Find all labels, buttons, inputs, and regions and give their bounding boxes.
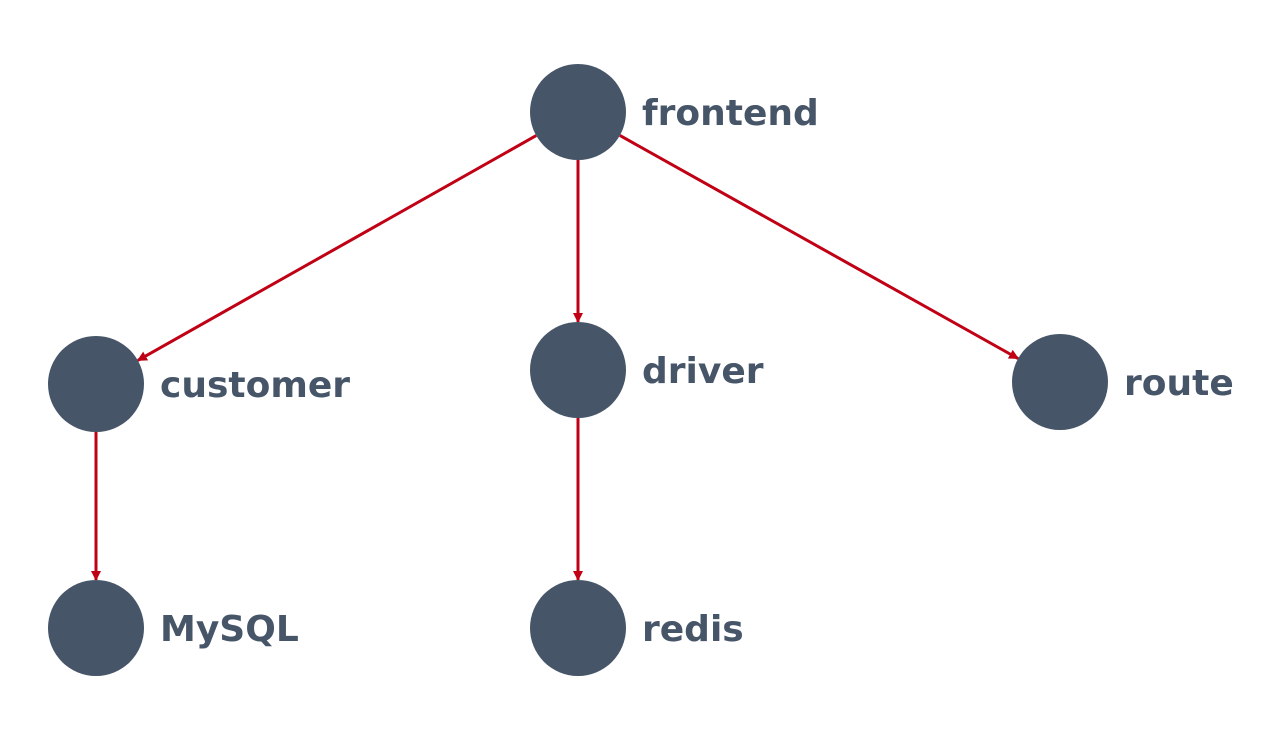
node-label-route: route: [1124, 363, 1234, 404]
node-label-driver: driver: [642, 351, 764, 392]
node-circle-frontend: [530, 64, 626, 160]
node-label-customer: customer: [160, 365, 350, 406]
node-circle-mysql: [48, 580, 144, 676]
node-mysql: MySQL: [48, 580, 299, 676]
node-frontend: frontend: [530, 64, 819, 160]
node-route: route: [1012, 334, 1234, 430]
node-label-redis: redis: [642, 609, 744, 650]
edge-frontend-to-customer: [136, 134, 537, 362]
node-driver: driver: [530, 322, 764, 418]
node-redis: redis: [530, 580, 744, 676]
node-circle-customer: [48, 336, 144, 432]
node-circle-route: [1012, 334, 1108, 430]
node-label-mysql: MySQL: [160, 609, 299, 650]
node-label-frontend: frontend: [642, 93, 819, 134]
edges-layer: [91, 134, 1019, 581]
edge-frontend-to-route: [619, 134, 1019, 360]
node-circle-redis: [530, 580, 626, 676]
node-customer: customer: [48, 336, 350, 432]
node-circle-driver: [530, 322, 626, 418]
